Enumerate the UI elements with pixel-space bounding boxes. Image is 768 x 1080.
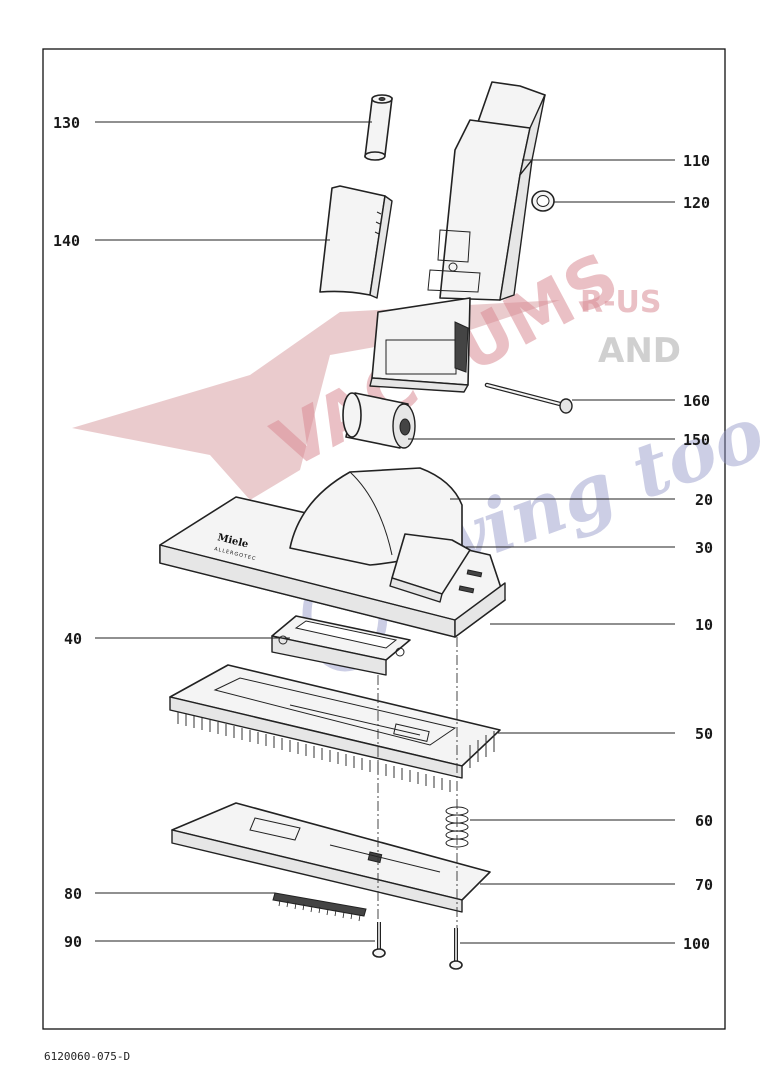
label-50: 50 [695,725,713,743]
part-130-cylinder [364,94,393,161]
drawing-frame [42,48,726,1030]
label-30: 30 [695,539,713,557]
label-110: 110 [683,152,710,170]
label-10: 10 [695,616,713,634]
part-labels: 130 110 120 140 160 150 20 30 40 10 50 6… [53,114,713,953]
label-70: 70 [695,876,713,894]
part-110-neck-housing [369,81,546,393]
part-70-sole-plate [171,802,491,913]
brush-bristles [177,712,495,792]
part-160-axle-pin [484,382,573,414]
label-120: 120 [683,194,710,212]
watermark-rus-text: R-US [580,285,662,320]
label-60: 60 [695,812,713,830]
part-50-brush-plate [169,664,501,792]
watermark-red-v-shape [72,300,560,500]
part-140-cover [319,185,393,299]
label-80: 80 [64,885,82,903]
part-40-frame-insert [271,615,411,676]
label-20: 20 [695,491,713,509]
part-100-screw [449,928,463,970]
leader-lines [95,121,675,944]
watermark-and-text: AND [598,331,681,371]
part-10-base-housing [159,496,506,638]
part-90-screw [372,922,386,958]
assembly-axes [377,637,458,928]
label-130: 130 [53,114,80,132]
part-120-ring [531,190,555,212]
part-80-bristle-strip [272,892,367,922]
label-40: 40 [64,630,82,648]
label-150: 150 [683,431,710,449]
label-140: 140 [53,232,80,250]
label-90: 90 [64,933,82,951]
part-30-switch [389,533,483,603]
label-160: 160 [683,392,710,410]
label-100: 100 [683,935,710,953]
document-code: 6120060-075-D [44,1050,130,1063]
part-150-roller [342,392,416,449]
